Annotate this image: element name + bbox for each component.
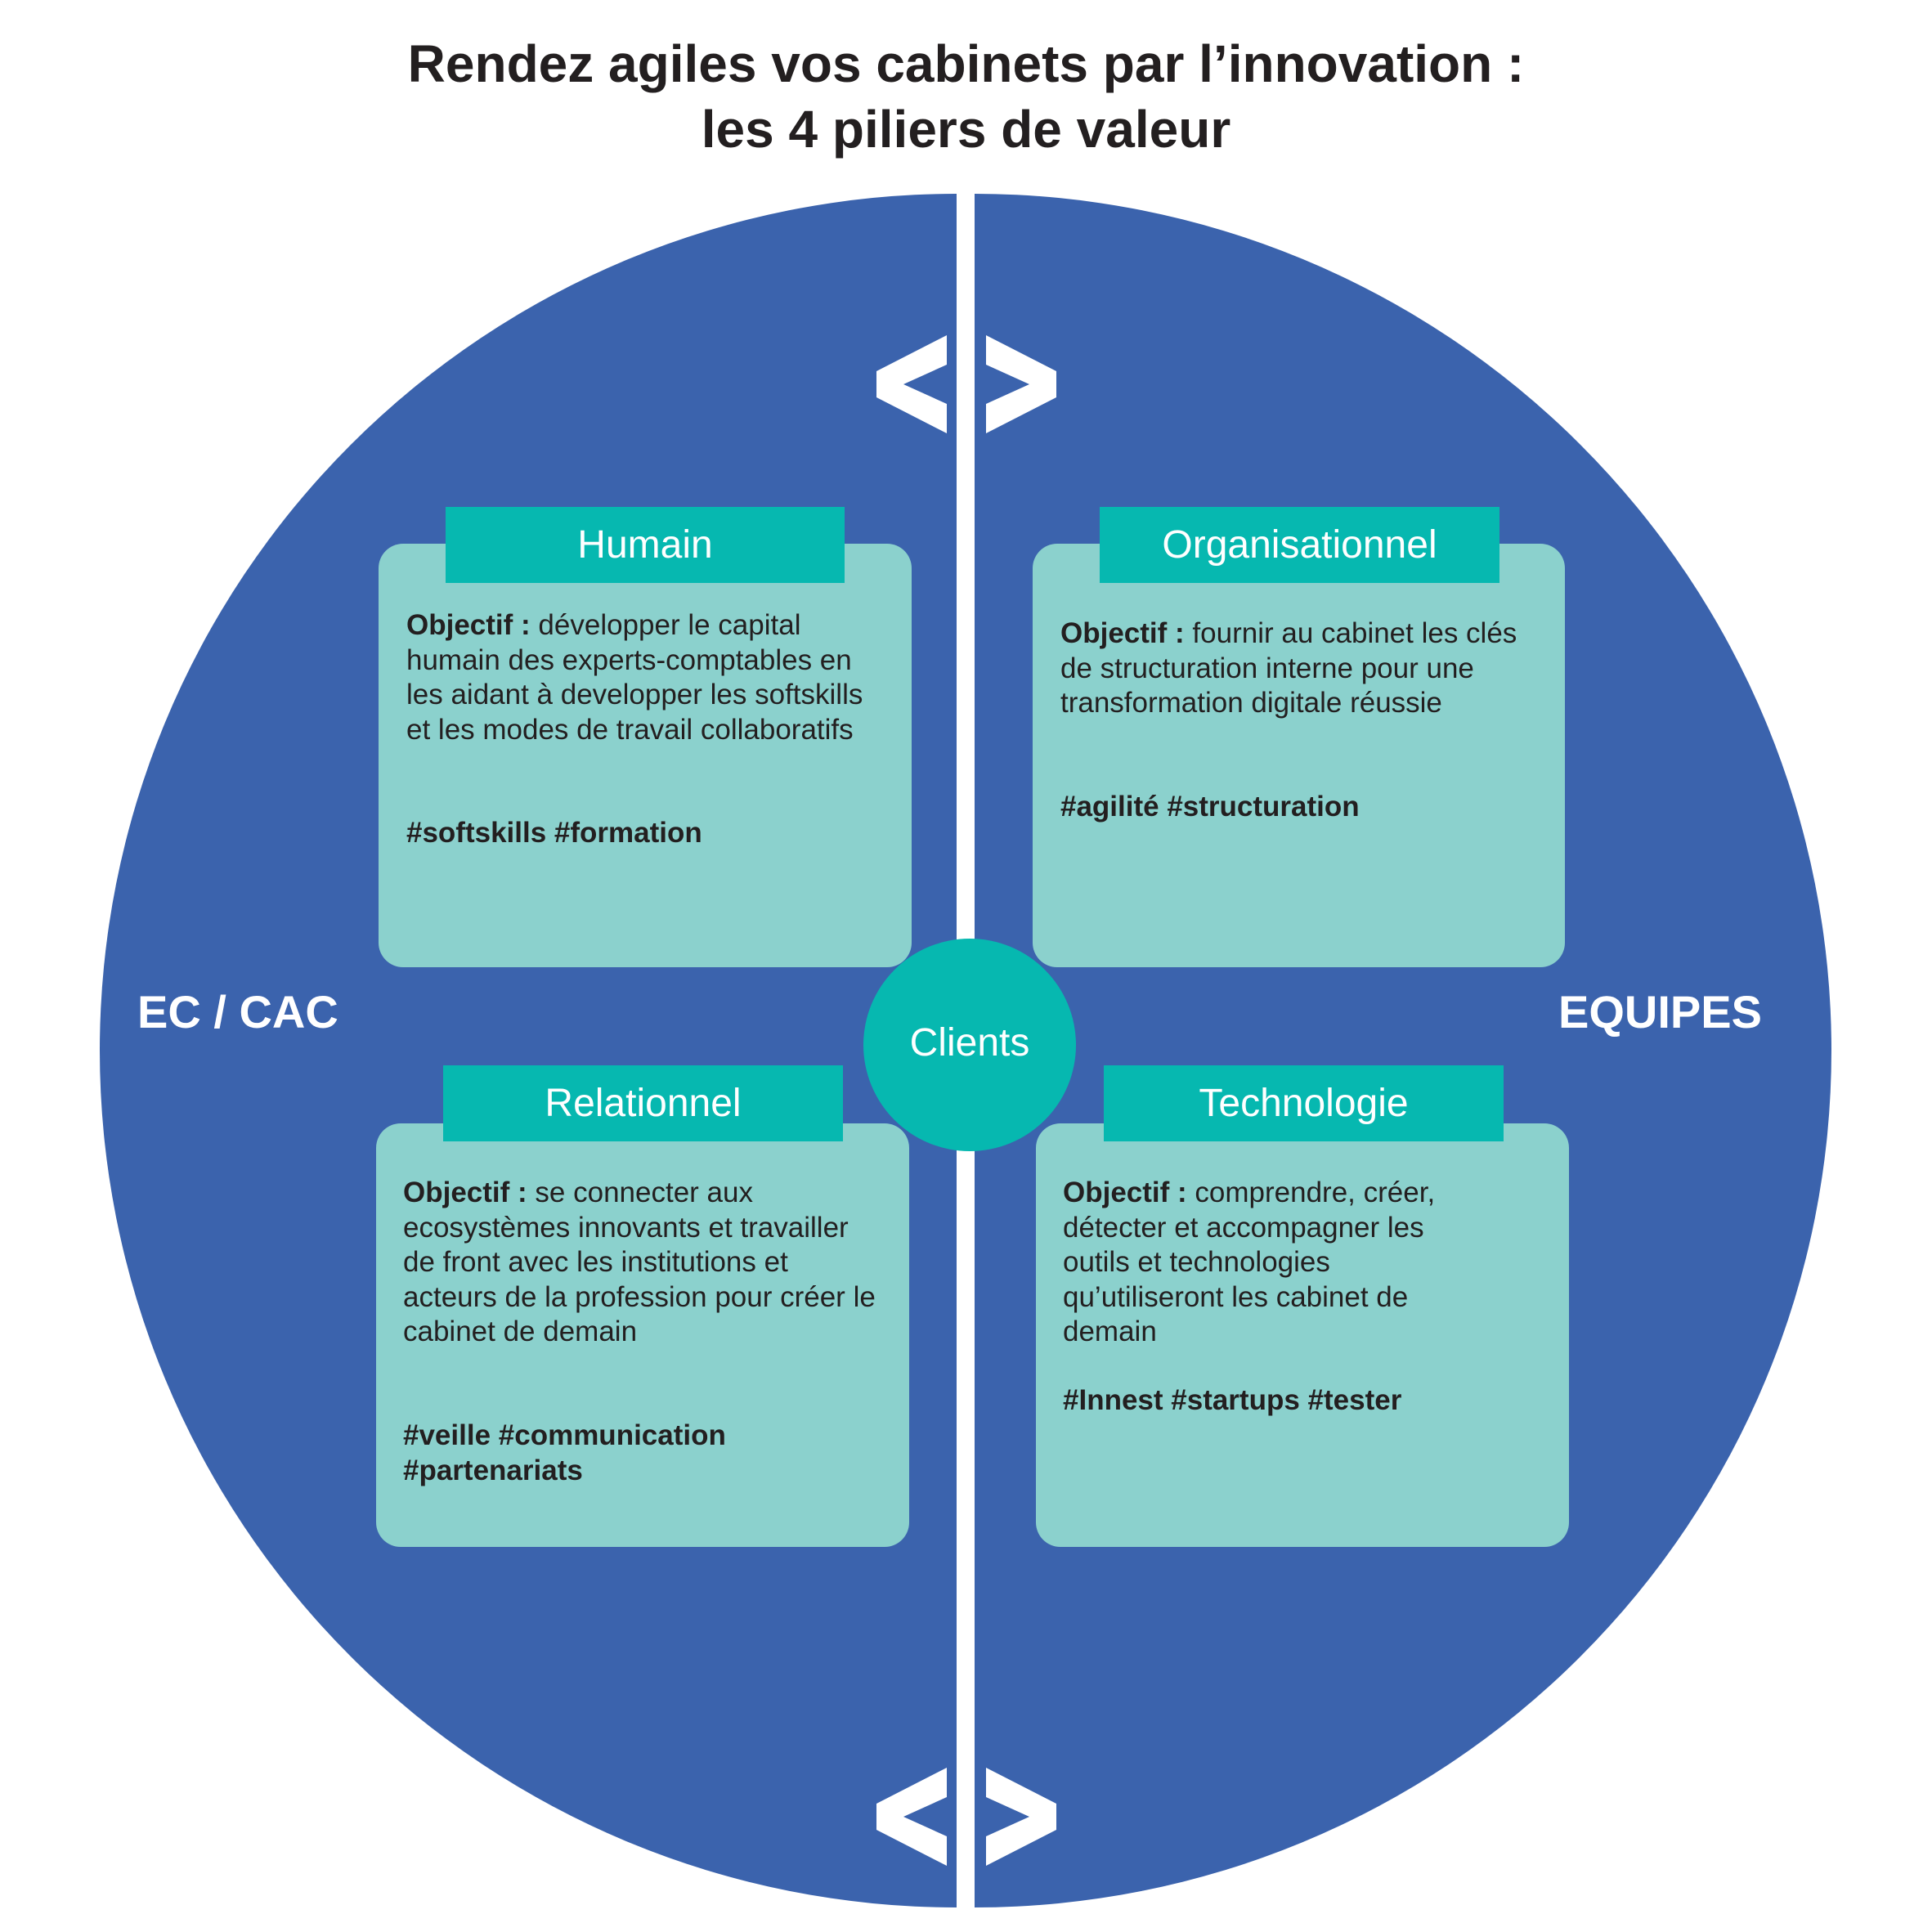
objective-label: Objectif : — [1063, 1177, 1187, 1208]
top-left-chevron-icon — [876, 335, 947, 433]
center-circle — [863, 939, 1076, 1151]
center-label: Clients — [909, 1021, 1030, 1065]
title-line-1: Rendez agiles vos cabinets par l’innovat… — [407, 34, 1525, 93]
top-chevrons-icon — [876, 335, 1056, 433]
pillar-tab-organisationnel: Organisationnel — [1100, 507, 1499, 583]
objective-text: fournir au cabinet les clés de structura… — [1060, 617, 1517, 719]
right-half-circle — [975, 194, 1831, 1907]
objective-text: comprendre, créer, détecter et accompagn… — [1063, 1177, 1436, 1347]
pillar-tags-technologie: #Innest #startups #tester — [1063, 1384, 1402, 1416]
pillar-card-humain — [379, 544, 912, 967]
bottom-chevrons-icon — [876, 1768, 1056, 1866]
pillar-objective-technologie: Objectif : comprendre, créer, détecter e… — [1063, 1176, 1488, 1350]
left-half-circle — [100, 194, 957, 1907]
title-line-2: les 4 piliers de valeur — [701, 100, 1231, 159]
pillar-tags-organisationnel: #agilité #structuration — [1060, 791, 1360, 823]
right-side-label: EQUIPES — [1558, 986, 1762, 1038]
objective-label: Objectif : — [1060, 617, 1185, 649]
top-right-chevron-icon — [986, 335, 1056, 433]
pillar-tab-humain: Humain — [446, 507, 845, 583]
objective-text: se connecter aux ecosystèmes innovants e… — [403, 1177, 876, 1347]
pillar-objective-organisationnel: Objectif : fournir au cabinet les clés d… — [1060, 616, 1551, 721]
pillar-tags-relationnel: #veille #communication #partenariats — [403, 1419, 726, 1486]
pillar-card-technologie — [1036, 1123, 1569, 1547]
pillar-tab-technologie: Technologie — [1104, 1065, 1504, 1141]
pillar-objective-relationnel: Objectif : se connecter aux ecosystèmes … — [403, 1176, 877, 1350]
left-side-label: EC / CAC — [137, 986, 338, 1038]
pillar-tags-humain: #softskills #formation — [406, 817, 702, 849]
pillar-card-organisationnel — [1033, 544, 1565, 967]
bottom-left-chevron-icon — [876, 1768, 947, 1866]
objective-label: Objectif : — [403, 1177, 527, 1208]
pillar-tab-relationnel: Relationnel — [443, 1065, 843, 1141]
pillar-objective-humain: Objectif : développer le capital humain … — [406, 608, 889, 747]
objective-text: développer le capital humain des experts… — [406, 609, 863, 746]
bottom-right-chevron-icon — [986, 1768, 1056, 1866]
pillar-card-relationnel — [376, 1123, 909, 1547]
objective-label: Objectif : — [406, 609, 531, 641]
